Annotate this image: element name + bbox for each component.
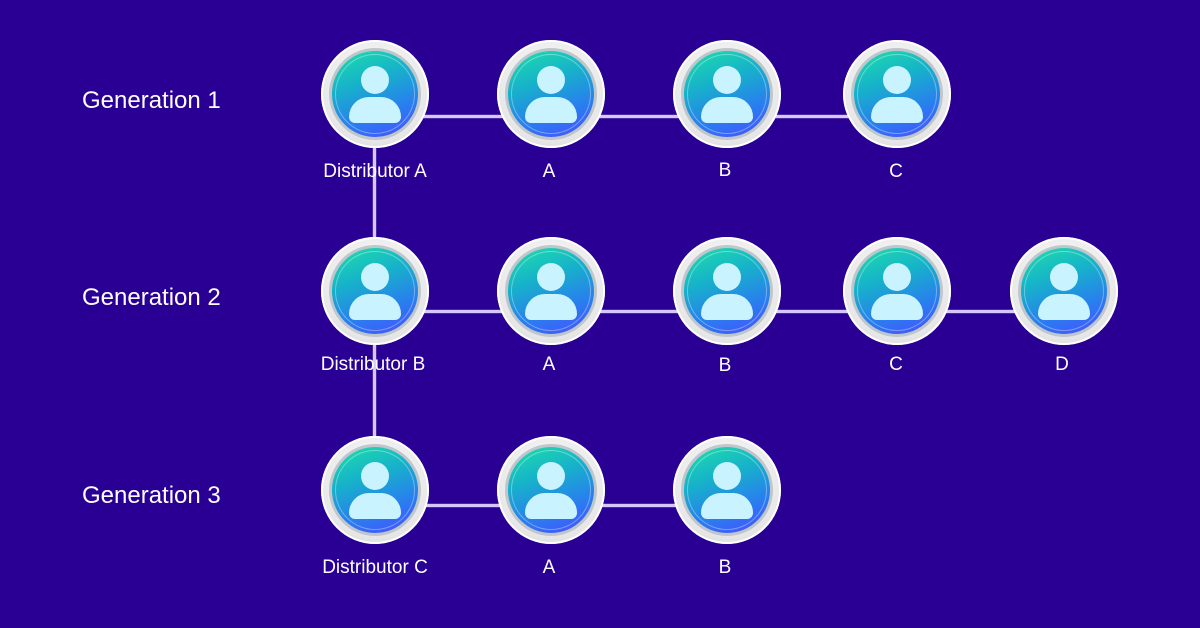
node-label: B: [718, 160, 732, 181]
node-label: Distributor C: [322, 557, 428, 578]
node-label: Distributor A: [323, 161, 427, 182]
user-avatar-icon: [854, 248, 940, 334]
generation-1-label: Generation 1: [82, 87, 221, 114]
user-avatar-icon: [1021, 248, 1107, 334]
node-gen1-a[interactable]: [497, 40, 605, 148]
node-gen1-c[interactable]: [843, 40, 951, 148]
user-avatar-icon: [508, 447, 594, 533]
user-avatar-icon: [854, 51, 940, 137]
generation-2-label: Generation 2: [82, 284, 221, 311]
node-label: Distributor B: [320, 354, 426, 375]
node-label: C: [889, 354, 903, 375]
user-avatar-icon: [332, 51, 418, 137]
connector-distributor-b-to-c: [373, 345, 376, 437]
user-avatar-icon: [508, 248, 594, 334]
connector-generation-1: [375, 115, 897, 118]
user-avatar-icon: [332, 248, 418, 334]
node-gen2-b[interactable]: [673, 237, 781, 345]
connector-distributor-a-to-b: [373, 148, 376, 238]
node-gen1-b[interactable]: [673, 40, 781, 148]
user-avatar-icon: [684, 51, 770, 137]
node-gen3-a[interactable]: [497, 436, 605, 544]
node-distributor-c[interactable]: [321, 436, 429, 544]
node-label: A: [542, 354, 556, 375]
user-avatar-icon: [684, 248, 770, 334]
node-label: D: [1055, 354, 1069, 375]
generation-3-label: Generation 3: [82, 482, 221, 509]
node-gen2-d[interactable]: [1010, 237, 1118, 345]
node-label: C: [889, 161, 903, 182]
user-avatar-icon: [684, 447, 770, 533]
node-distributor-a[interactable]: [321, 40, 429, 148]
user-avatar-icon: [332, 447, 418, 533]
node-gen2-a[interactable]: [497, 237, 605, 345]
node-label: A: [542, 557, 556, 578]
node-gen3-b[interactable]: [673, 436, 781, 544]
node-label: A: [542, 161, 556, 182]
user-avatar-icon: [508, 51, 594, 137]
node-label: B: [718, 355, 732, 376]
node-distributor-b[interactable]: [321, 237, 429, 345]
node-label: B: [718, 557, 732, 578]
node-gen2-c[interactable]: [843, 237, 951, 345]
